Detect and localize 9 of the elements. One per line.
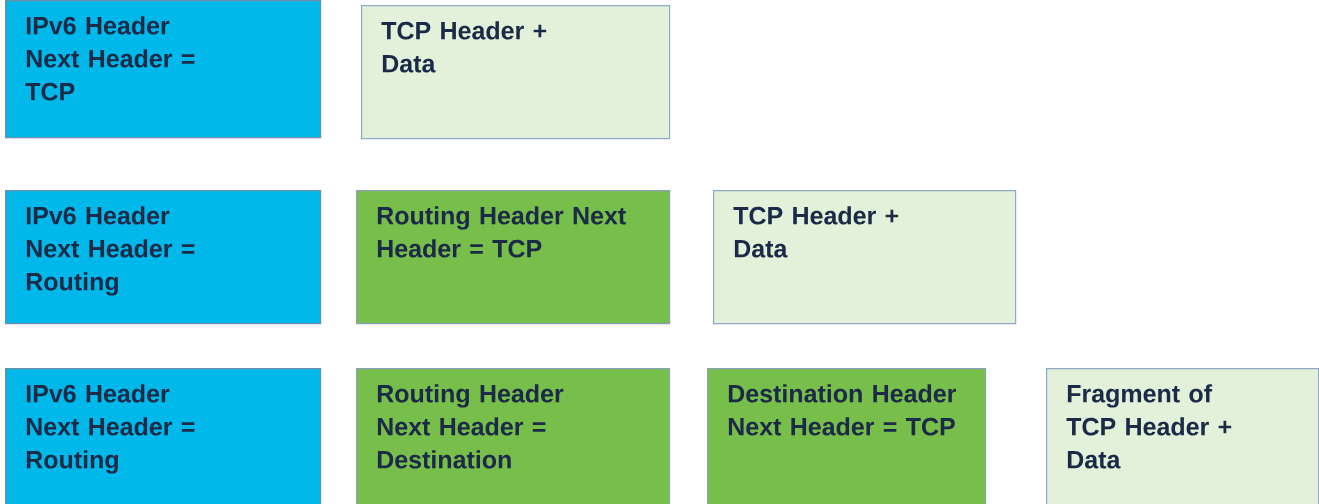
extension-header-box: Routing Header Next Header = Destination	[356, 368, 671, 504]
ipv6-header-box: IPv6 Header Next Header = TCP	[5, 0, 322, 139]
extension-header-box: Destination Header Next Header = TCP	[707, 368, 987, 504]
ipv6-header-box: IPv6 Header Next Header = Routing	[5, 190, 322, 325]
extension-header-box: Routing Header Next Header = TCP	[356, 190, 671, 325]
payload-box: TCP Header + Data	[361, 5, 671, 140]
payload-box: Fragment of TCP Header + Data	[1046, 368, 1319, 504]
ipv6-header-box: IPv6 Header Next Header = Routing	[5, 368, 322, 504]
payload-box: TCP Header + Data	[713, 190, 1017, 325]
